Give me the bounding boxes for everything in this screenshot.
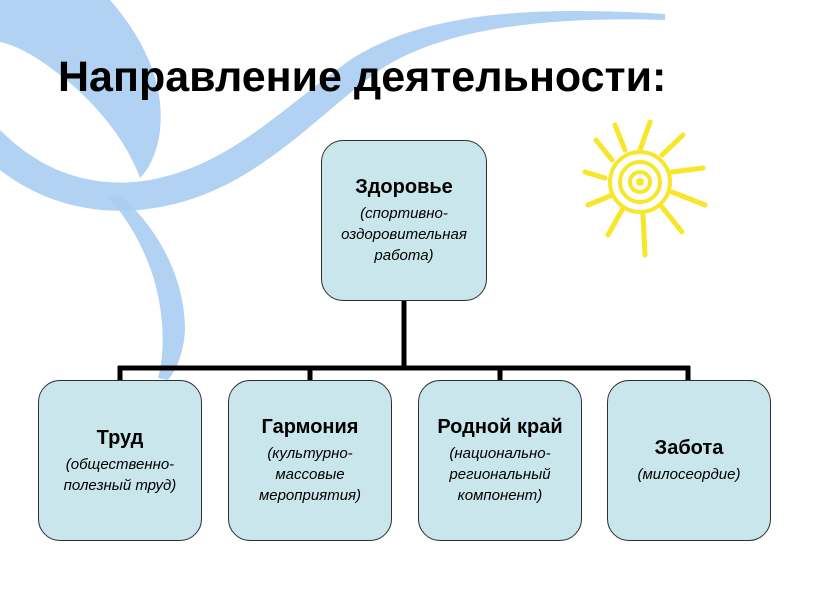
node-title: Здоровье <box>355 176 453 198</box>
node-title: Гармония <box>261 416 359 438</box>
node-subtitle: (общественно- полезный труд) <box>63 455 177 494</box>
node-care: Забота (милосеордие) <box>607 380 771 541</box>
node-subtitle: (национально- региональный компонент) <box>449 445 551 504</box>
node-harmony: Гармония (культурно- массовые мероприяти… <box>228 380 392 541</box>
node-title: Забота <box>654 437 724 459</box>
node-subtitle: (спортивно- оздоровительная работа) <box>341 205 467 264</box>
node-subtitle: (культурно- массовые мероприятия) <box>258 445 362 504</box>
node-subtitle: (милосеордие) <box>637 466 741 483</box>
node-title: Труд <box>96 426 144 449</box>
node-labor: Труд (общественно- полезный труд) <box>38 380 202 541</box>
node-title: Родной край <box>437 416 563 438</box>
node-health: Здоровье (спортивно- оздоровительная раб… <box>321 140 487 301</box>
page-title: Направление деятельности: <box>58 53 667 101</box>
node-homeland: Родной край (национально- региональный к… <box>418 380 582 541</box>
